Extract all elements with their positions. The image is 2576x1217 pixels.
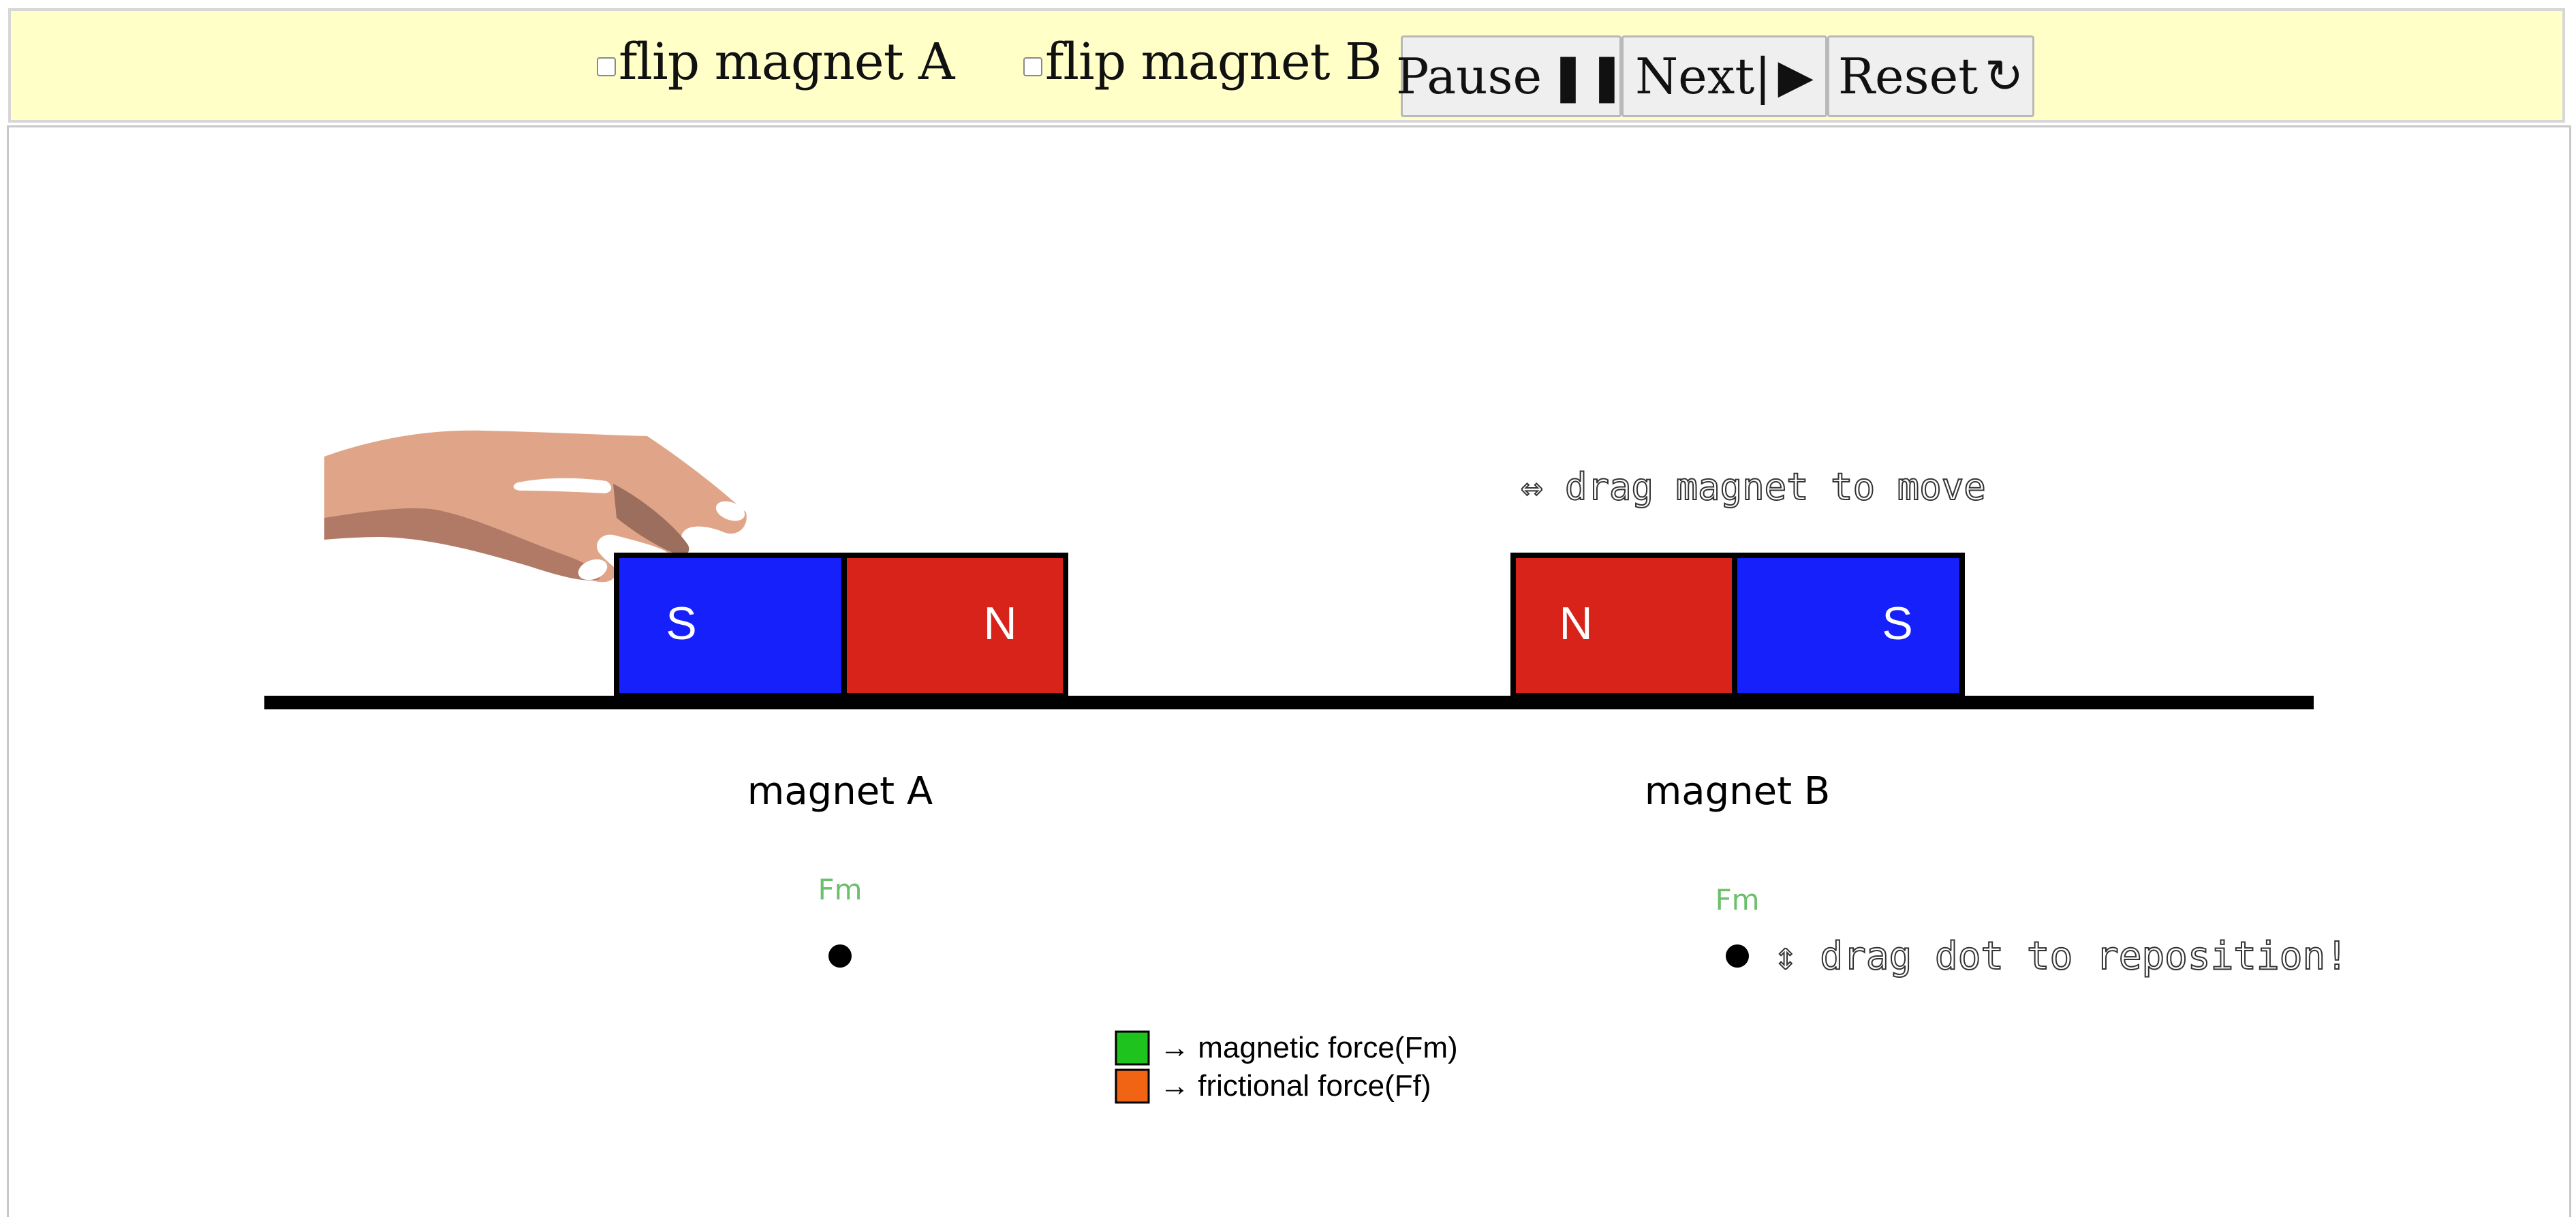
flip-magnet-a-checkbox[interactable] (597, 57, 616, 76)
magnet-b-force-anchor-dot[interactable] (1726, 944, 1749, 968)
flip-magnet-b-label: flip magnet B (1045, 33, 1382, 91)
reset-button-label: Reset (1837, 48, 1978, 105)
flip-magnet-b-toggle[interactable]: flip magnet B (1023, 33, 1382, 91)
hand-icon (324, 430, 747, 583)
drag-dot-hint: ↕ drag dot to reposition! (1774, 934, 2348, 979)
magnet-a-north-pole[interactable] (841, 553, 1068, 698)
magnet-b-left-pole-letter: N (1559, 598, 1592, 649)
pause-button[interactable]: Pause ❚❚ (1396, 35, 1626, 117)
reset-button[interactable]: Reset ↻ (1827, 35, 2034, 117)
magnet-b-north-pole[interactable] (1510, 553, 1737, 698)
next-button-label: Next| (1635, 48, 1771, 105)
ground-line (264, 696, 2314, 709)
magnet-a-left-pole-letter: S (666, 598, 696, 649)
magnet-a-force-label: Fm (818, 873, 862, 906)
legend-magnetic-text: → magnetic force(Fm) (1160, 1031, 1458, 1064)
flip-magnet-a-label: flip magnet A (619, 33, 955, 91)
magnet-b-right-pole-letter: S (1882, 598, 1912, 649)
magnet-a-force-anchor-dot[interactable] (828, 944, 852, 968)
magnet-a-south-pole[interactable] (614, 553, 847, 698)
simulation-stage (7, 125, 2571, 1217)
legend-frictional-text: → frictional force(Ff) (1160, 1069, 1431, 1103)
magnet-b-force-label: Fm (1715, 883, 1759, 916)
flip-magnet-b-checkbox[interactable] (1023, 57, 1042, 76)
drag-magnet-hint: ↔ drag magnet to move (1521, 465, 1986, 508)
next-button[interactable]: Next| ▶ (1621, 35, 1827, 117)
legend-magnetic-swatch (1115, 1030, 1150, 1066)
control-toolbar: flip magnet A flip magnet B Pause ❚❚ Nex… (8, 8, 2565, 123)
pause-icon: ❚❚ (1549, 49, 1627, 104)
legend-frictional-swatch (1115, 1068, 1150, 1104)
magnet-b-south-pole[interactable] (1732, 553, 1965, 698)
force-legend: → magnetic force(Fm) → frictional force(… (1115, 1030, 1458, 1104)
reset-icon: ↻ (1985, 49, 2024, 104)
flip-magnet-a-toggle[interactable]: flip magnet A (597, 33, 955, 91)
magnet-a-label: magnet A (747, 769, 933, 814)
play-icon: ▶ (1778, 49, 1814, 104)
magnet-a-right-pole-letter: N (983, 598, 1017, 649)
magnet-b[interactable]: N S (1510, 553, 1965, 698)
pause-button-label: Pause (1395, 48, 1542, 105)
magnet-a[interactable]: S N (614, 553, 1068, 698)
magnet-b-label: magnet B (1645, 769, 1831, 814)
